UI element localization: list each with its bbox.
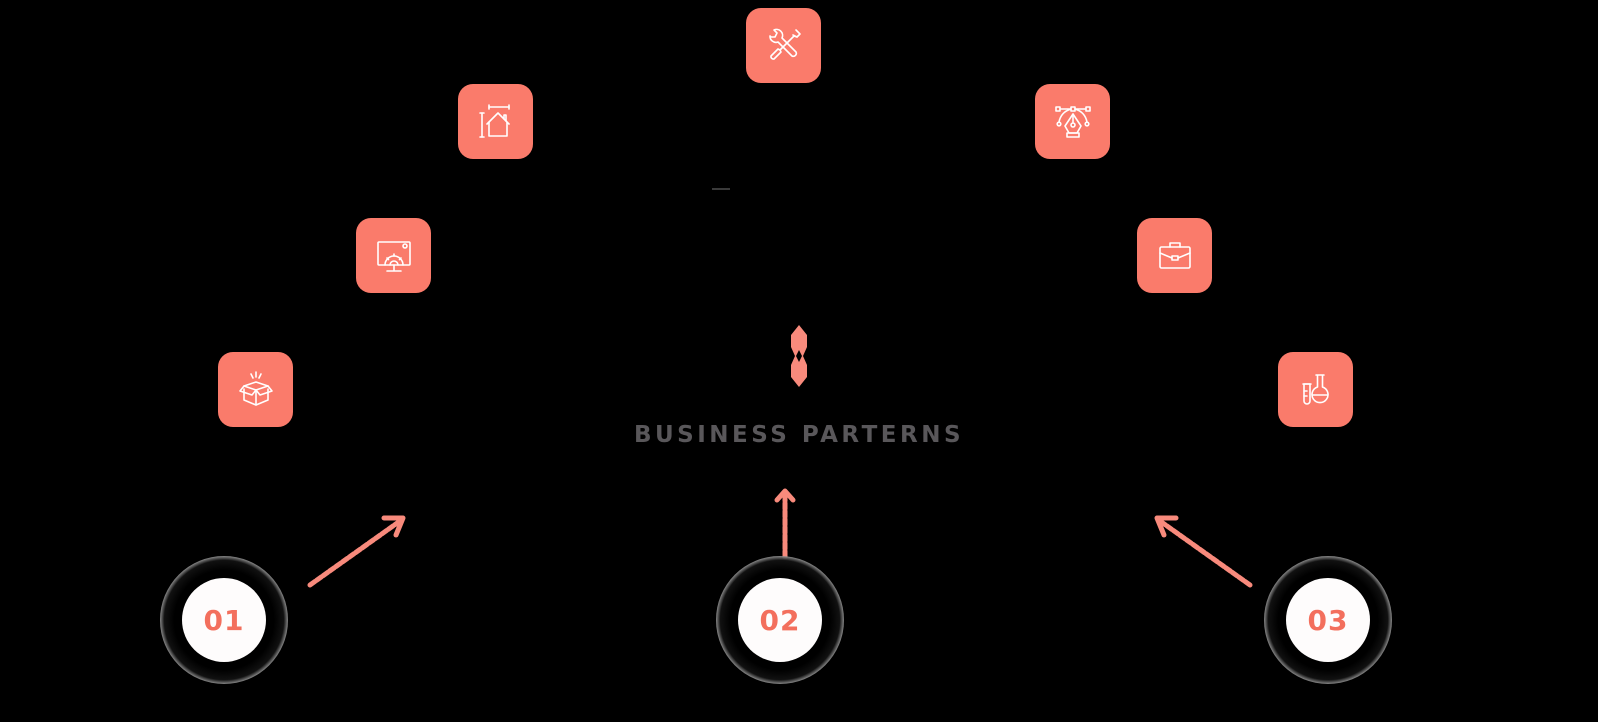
- monitor-gear-icon-tile: [356, 218, 431, 293]
- step-number: 01: [182, 578, 266, 662]
- arrow-up-icon: [774, 488, 796, 560]
- pen-tool-vector-icon: [1054, 105, 1091, 138]
- step-03: 03: [1264, 556, 1392, 684]
- step-number: 03: [1286, 578, 1370, 662]
- lab-flask-icon: [1301, 373, 1329, 405]
- arrow-up-left-icon: [1154, 515, 1253, 588]
- briefcase-icon: [1158, 241, 1191, 269]
- step-01: 01: [160, 556, 288, 684]
- monitor-gear-icon: [376, 240, 411, 272]
- blueprint-house-icon-tile: [458, 84, 533, 159]
- wrench-screwdriver-icon: [768, 28, 801, 60]
- step-number: 02: [738, 578, 822, 662]
- step-02: 02: [716, 556, 844, 684]
- center-diamond-connector-icon: [791, 325, 807, 387]
- briefcase-icon-tile: [1137, 218, 1212, 293]
- blueprint-house-icon: [478, 103, 510, 138]
- diagram-title: BUSINESS PARTERNS: [633, 422, 965, 448]
- arrow-up-right: [300, 505, 415, 595]
- pen-tool-vector-icon-tile: [1035, 84, 1110, 159]
- arrow-up: [770, 485, 800, 560]
- open-box-icon: [238, 370, 273, 406]
- lab-flask-icon-tile: [1278, 352, 1353, 427]
- arrow-up-right-icon: [307, 515, 406, 588]
- arrow-up-left: [1145, 505, 1260, 595]
- wrench-screwdriver-icon-tile: [746, 8, 821, 83]
- open-box-icon-tile: [218, 352, 293, 427]
- decorative-dash: [712, 188, 730, 190]
